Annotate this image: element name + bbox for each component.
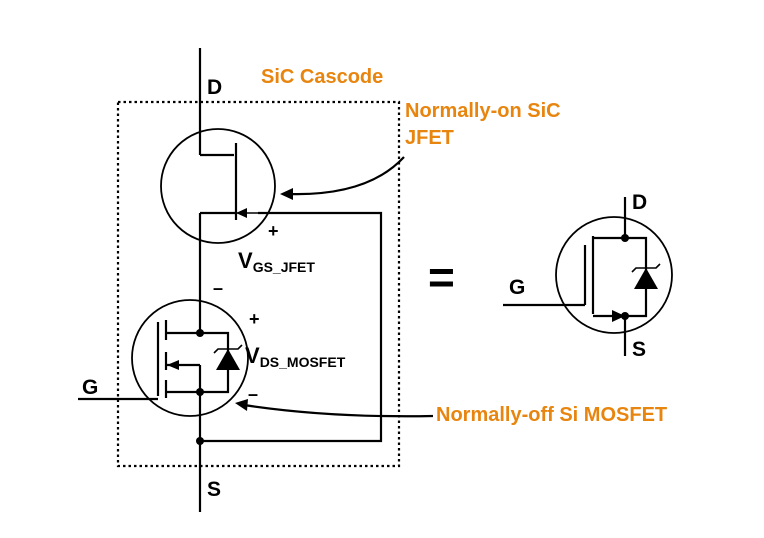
cascode-equivalent-icon — [503, 197, 673, 356]
vds-plus: + — [249, 309, 260, 329]
equiv-gate-label: G — [509, 276, 525, 299]
vgs-jfet-label: VGS_JFET — [238, 248, 315, 275]
equiv-source-label: S — [632, 338, 646, 361]
equivalent-sign: = — [428, 251, 455, 303]
vds-mosfet-label: VDS_MOSFET — [245, 343, 346, 370]
equiv-drain-label: D — [632, 191, 647, 214]
jfet-callout: Normally-on SiC JFET — [405, 100, 566, 149]
drain-label: D — [207, 76, 222, 99]
source-label: S — [207, 478, 221, 501]
mosfet-callout: Normally-off Si MOSFET — [436, 404, 667, 426]
jfet-symbol-icon — [160, 128, 276, 244]
gate-label: G — [82, 376, 98, 399]
zener-diode-icon — [200, 331, 243, 394]
vgs-plus: + — [268, 221, 279, 241]
cascode-boundary — [116, 100, 401, 468]
vgs-minus: – — [213, 278, 223, 298]
mosfet-symbol-icon — [131, 299, 249, 417]
vds-minus: – — [248, 384, 258, 404]
cascode-title: SiC Cascode — [261, 66, 383, 88]
